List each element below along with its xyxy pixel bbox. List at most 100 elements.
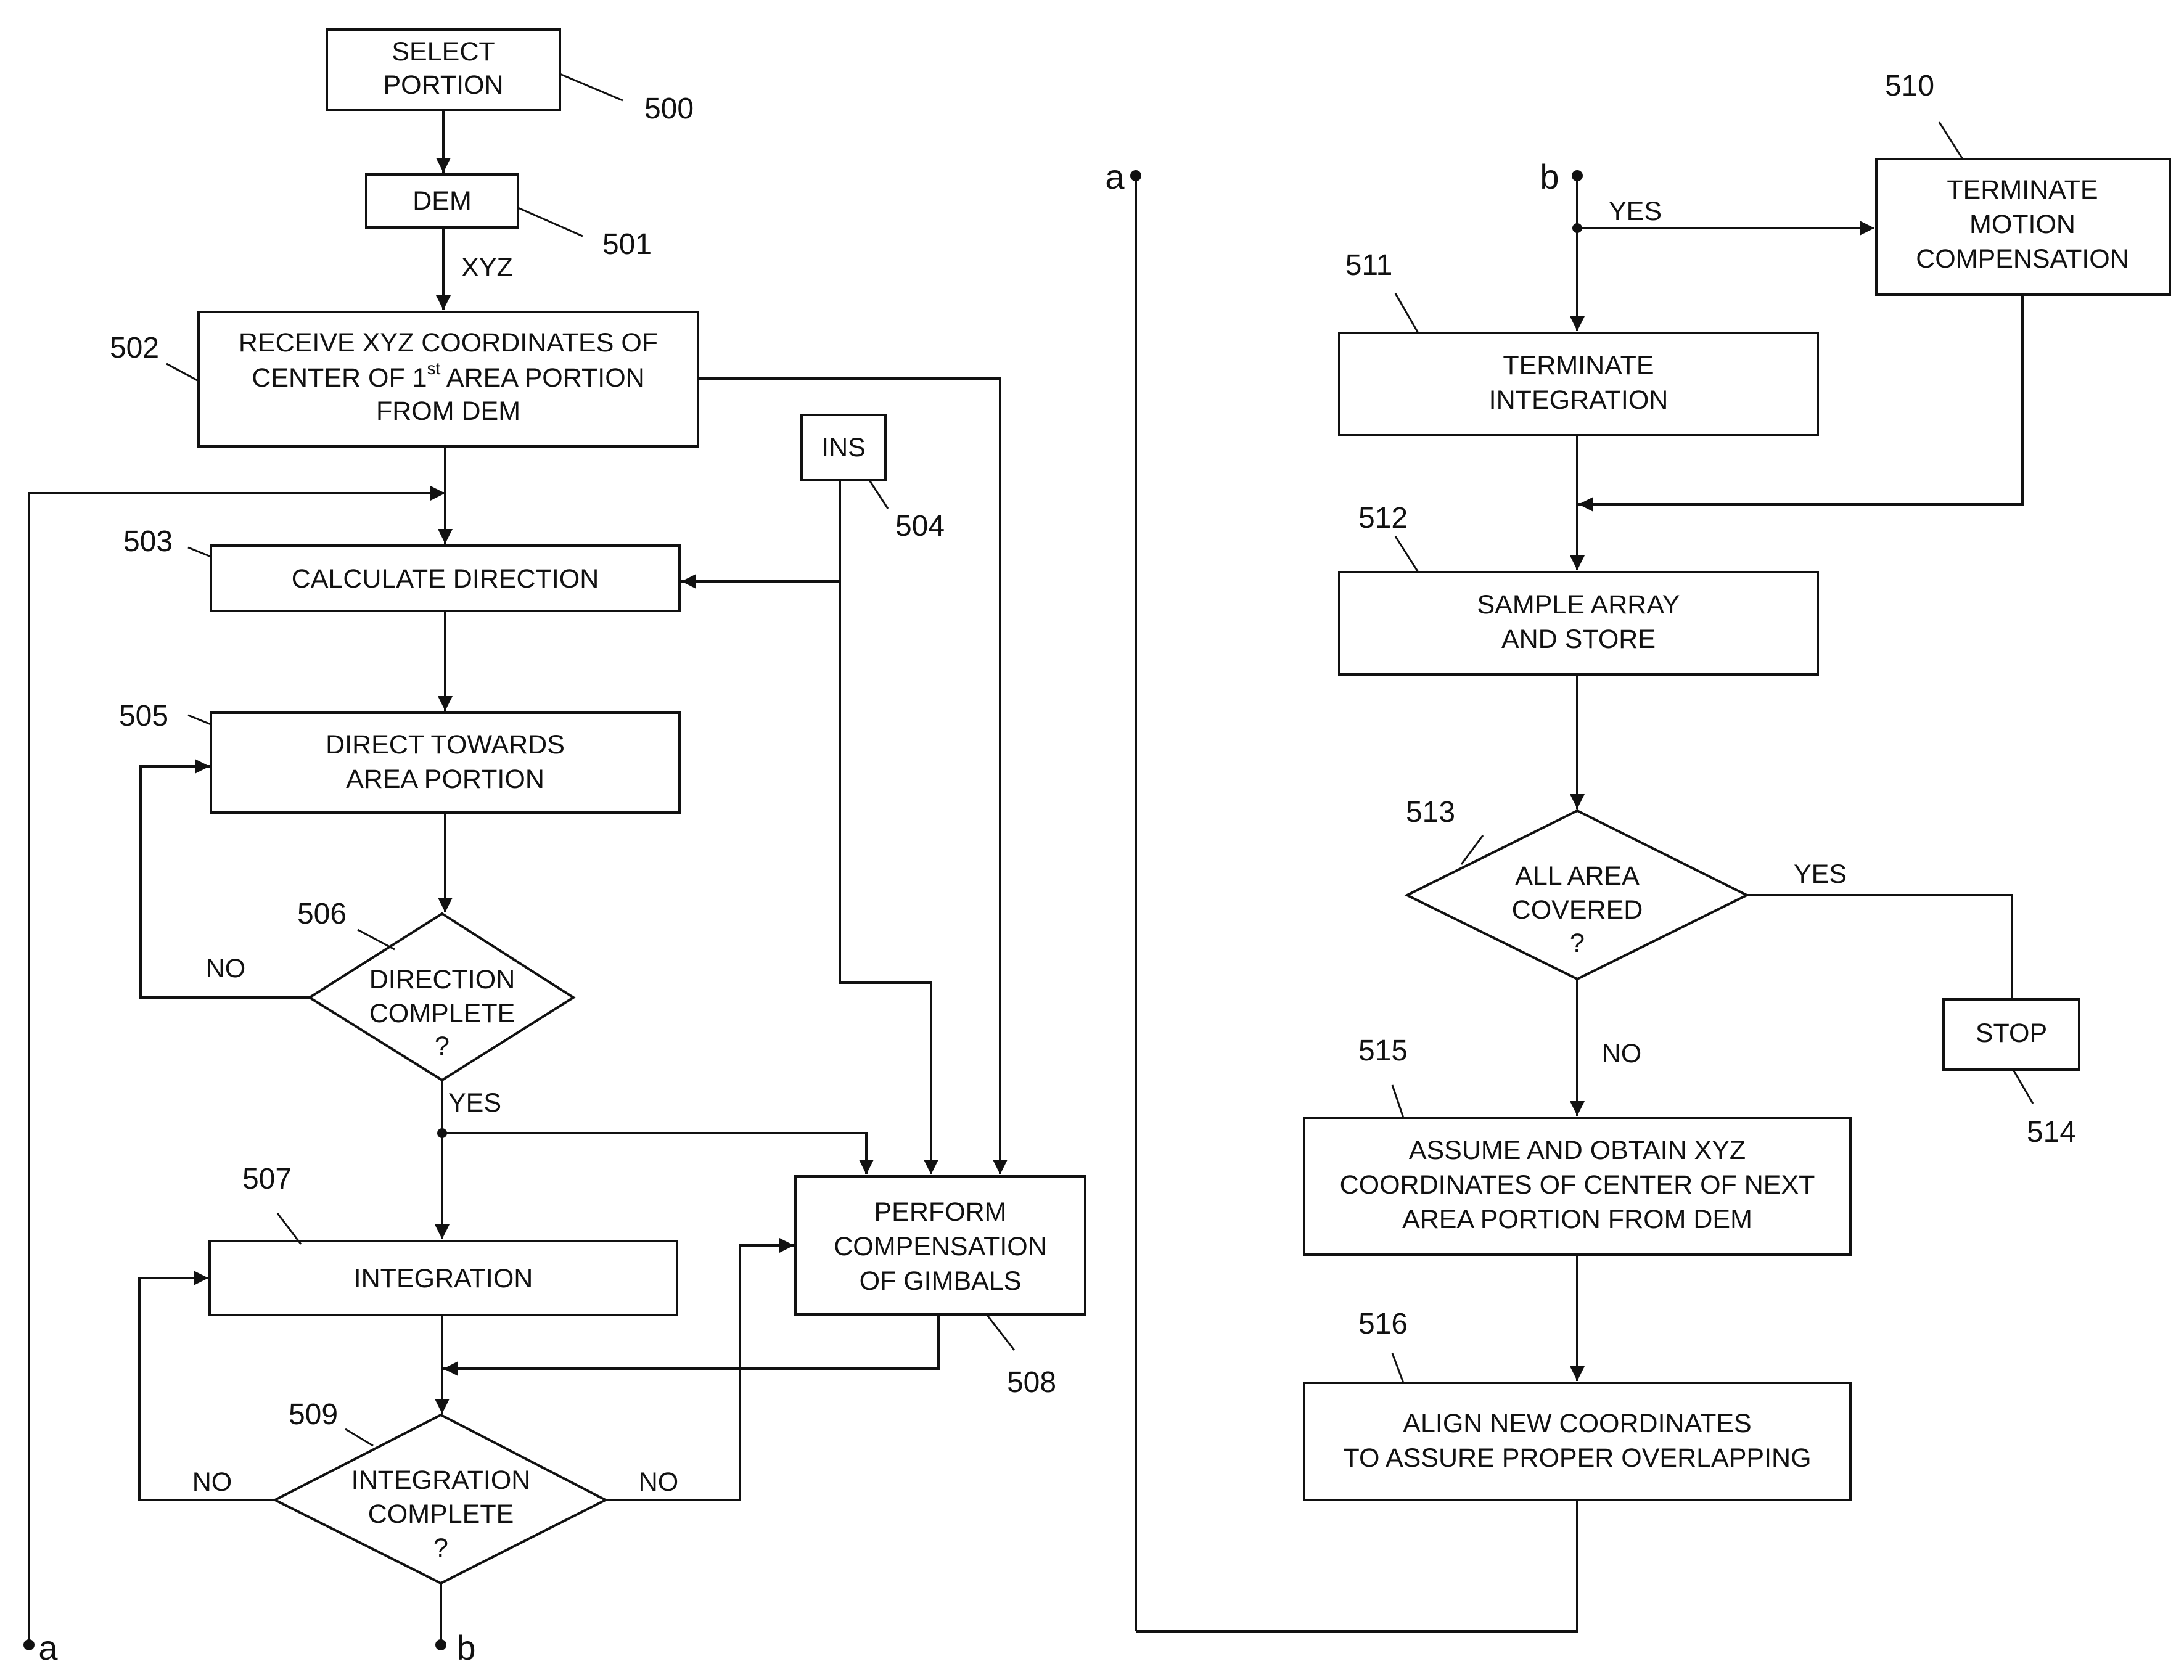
node-label-line: TERMINATE [1947, 175, 2098, 205]
edge-label-yes: YES [448, 1088, 501, 1118]
node-label-line: DIRECT TOWARDS [326, 730, 565, 760]
node-label-line: ? [435, 1031, 450, 1061]
node-label-line: AREA PORTION FROM DEM [1402, 1205, 1752, 1234]
node-label-line: SAMPLE ARRAY [1477, 590, 1680, 620]
node-label-line: INTEGRATION [1489, 385, 1669, 415]
ref-number: 501 [602, 228, 652, 261]
node-label-line: MOTION [1969, 210, 2075, 239]
ref-number: 509 [289, 1398, 338, 1431]
leader-line [345, 1429, 373, 1446]
node-terminate-motion-compensation: TERMINATE MOTION COMPENSATION [1876, 159, 2170, 295]
node-label-line: TERMINATE [1503, 351, 1654, 380]
node-label-line: INTEGRATION [354, 1264, 533, 1293]
node-label-line: INS [821, 433, 866, 462]
ref-number: 510 [1885, 70, 1934, 102]
node-label-line: COORDINATES OF CENTER OF NEXT [1340, 1170, 1815, 1200]
connector-dot [435, 1639, 446, 1650]
flow-line [1747, 895, 2012, 998]
node-label-line: COVERED [1512, 895, 1643, 925]
node-select-portion: SELECT PORTION [327, 30, 560, 110]
node-label-line: COMPLETE [369, 999, 515, 1028]
node-label-line: INTEGRATION [351, 1465, 531, 1495]
node-sample-array-and-store: SAMPLE ARRAY AND STORE [1339, 572, 1818, 674]
leader-line [358, 930, 395, 949]
node-label-line: ? [1570, 928, 1585, 958]
leader-line [277, 1213, 301, 1244]
node-label-line: COMPLETE [368, 1499, 514, 1529]
connector-b: b [1540, 157, 1559, 196]
node-terminate-integration: TERMINATE INTEGRATION [1339, 333, 1818, 435]
flow-arrow [442, 1133, 866, 1174]
connector-dot [23, 1639, 35, 1650]
node-label-line: PERFORM [874, 1197, 1007, 1227]
node-direction-complete-decision: DIRECTION COMPLETE ? [310, 914, 573, 1080]
node-align-new-coordinates: ALIGN NEW COORDINATES TO ASSURE PROPER O… [1304, 1383, 1850, 1500]
flow-arrow [840, 581, 931, 1174]
node-integration-complete-decision: INTEGRATION COMPLETE ? [275, 1415, 606, 1583]
node-label-line: RECEIVE XYZ COORDINATES OF [239, 328, 658, 358]
ref-number: 515 [1358, 1035, 1408, 1067]
leader-line [869, 480, 888, 509]
edge-label-xyz: XYZ [461, 253, 513, 282]
node-label-line: STOP [1976, 1018, 2047, 1048]
edge-label-no: NO [639, 1467, 679, 1497]
node-label-line: OF GIMBALS [860, 1266, 1022, 1296]
node-label-line: TO ASSURE PROPER OVERLAPPING [1343, 1443, 1811, 1473]
edge-label-yes: YES [1609, 197, 1662, 226]
connector-a: a [1105, 157, 1125, 196]
flow-line [1136, 1500, 1577, 1631]
ref-number: 507 [242, 1163, 292, 1195]
ref-number: 502 [110, 332, 159, 364]
node-label-line: FROM DEM [376, 396, 520, 426]
edge-label-yes: YES [1794, 859, 1847, 889]
edge-label-no: NO [192, 1467, 232, 1497]
leader-line [2013, 1070, 2033, 1104]
connector-b: b [456, 1628, 475, 1667]
ref-number: 503 [123, 525, 173, 558]
ref-number: 508 [1007, 1366, 1056, 1399]
ref-number: 506 [297, 898, 347, 930]
node-receive-xyz-coordinates: RECEIVE XYZ COORDINATES OF CENTER OF 1st… [199, 312, 698, 446]
leader-line [1395, 293, 1418, 333]
ref-number: 504 [895, 510, 945, 543]
node-assume-and-obtain-xyz: ASSUME AND OBTAIN XYZ COORDINATES OF CEN… [1304, 1118, 1850, 1255]
ref-number: 500 [644, 92, 694, 125]
node-label-line: DEM [413, 186, 472, 216]
node-calculate-direction: CALCULATE DIRECTION [211, 546, 679, 611]
node-stop: STOP [1944, 999, 2079, 1070]
node-label-line: AREA PORTION [346, 764, 544, 794]
node-label-line: AND STORE [1501, 625, 1656, 654]
node-label-line: COMPENSATION [1916, 244, 2129, 274]
node-dem: DEM [366, 174, 518, 227]
ref-number: 516 [1358, 1308, 1408, 1340]
flow-arrow [443, 1314, 938, 1369]
node-perform-compensation-of-gimbals: PERFORM COMPENSATION OF GIMBALS [795, 1176, 1085, 1314]
node-label-line: PORTION [383, 70, 503, 100]
node-label-line: COMPENSATION [834, 1232, 1047, 1261]
node-integration: INTEGRATION [210, 1241, 677, 1315]
node-label-line: SELECT [392, 37, 495, 67]
node-label-line: ASSUME AND OBTAIN XYZ [1409, 1136, 1746, 1165]
leader-line [1939, 122, 1963, 159]
ref-number: 513 [1406, 796, 1455, 829]
connector-a: a [38, 1628, 58, 1667]
leader-line [188, 547, 211, 557]
leader-line [1395, 536, 1418, 572]
edge-label-no: NO [1602, 1039, 1642, 1068]
node-direct-towards-area-portion: DIRECT TOWARDS AREA PORTION [211, 713, 679, 813]
node-label-line: ALL AREA [1515, 861, 1640, 891]
leader-line [1392, 1353, 1403, 1383]
flow-arrow [681, 480, 840, 581]
leader-line [1392, 1085, 1403, 1118]
node-label-line: ? [433, 1533, 448, 1563]
node-all-area-covered-decision: ALL AREA COVERED ? [1407, 811, 1747, 979]
leader-line [518, 208, 583, 236]
ref-number: 514 [2027, 1116, 2076, 1149]
leader-line [166, 364, 199, 381]
flow-arrow [698, 379, 1000, 1174]
node-label-line: DIRECTION [369, 965, 515, 994]
ref-number: 512 [1358, 502, 1408, 535]
edge-label-no: NO [206, 954, 246, 983]
node-ins: INS [802, 415, 885, 480]
